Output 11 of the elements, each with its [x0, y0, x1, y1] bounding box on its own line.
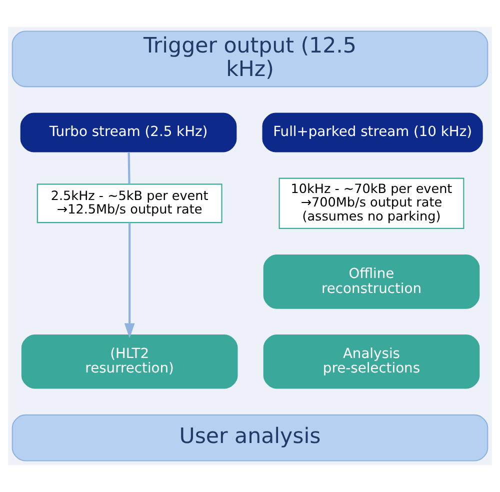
node-box: 2.5kHz - ~5kB per event →12.5Mb/s output rate	[36, 184, 222, 224]
node-box: (HLT2 resurrection)	[21, 334, 238, 389]
node-box: User analysis	[12, 414, 488, 462]
node-box: Turbo stream (2.5 kHz)	[20, 112, 237, 152]
node-box: 10kHz - ~70kB per event →700Mb/s output rate (assumes no parking)	[278, 178, 464, 229]
arrow	[124, 222, 135, 338]
node-box: Full+parked stream (10 kHz)	[262, 112, 483, 152]
node-box: Trigger output (12.5 kHz)	[12, 30, 488, 88]
node-box: Offline reconstruction	[263, 254, 480, 309]
connector	[128, 152, 130, 184]
node-box: Analysis pre-selections	[263, 334, 480, 389]
